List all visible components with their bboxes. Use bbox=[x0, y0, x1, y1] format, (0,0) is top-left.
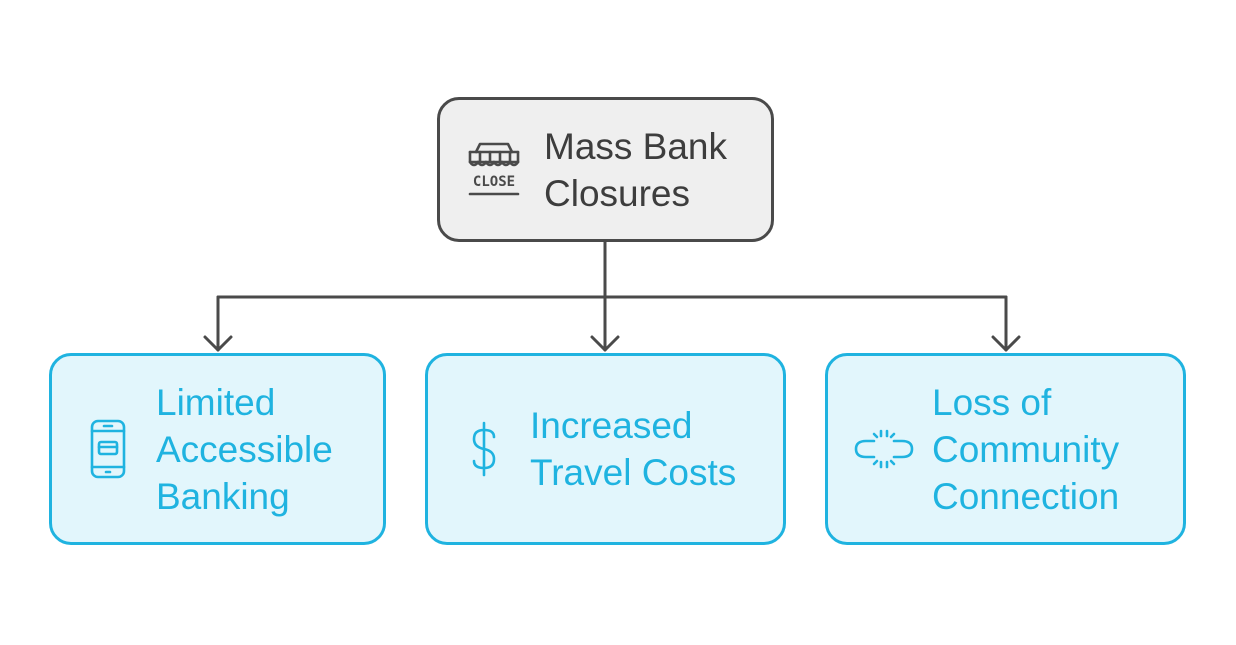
child-label: Increased Travel Costs bbox=[530, 405, 737, 493]
dollar-sign-icon bbox=[468, 417, 500, 481]
broken-link-icon bbox=[852, 427, 916, 471]
root-label: Mass Bank Closures bbox=[544, 125, 728, 214]
root-node-mass-bank-closures: CLOSE Mass Bank Closures bbox=[437, 97, 774, 242]
close-sign-text: CLOSE bbox=[473, 174, 515, 190]
arrowhead-child-1 bbox=[590, 335, 620, 352]
store-closed-icon: CLOSE bbox=[462, 138, 526, 202]
child-node-loss-of-community-connection: Loss of Community Connection bbox=[825, 353, 1186, 545]
mobile-banking-icon bbox=[88, 417, 128, 481]
child-label: Limited Accessible Banking bbox=[156, 381, 333, 517]
child-label: Loss of Community Connection bbox=[932, 381, 1120, 517]
arrowhead-child-2 bbox=[991, 335, 1021, 352]
child-node-increased-travel-costs: Increased Travel Costs bbox=[425, 353, 786, 545]
child-node-limited-accessible-banking: Limited Accessible Banking bbox=[49, 353, 386, 545]
arrowhead-child-0 bbox=[203, 335, 233, 352]
